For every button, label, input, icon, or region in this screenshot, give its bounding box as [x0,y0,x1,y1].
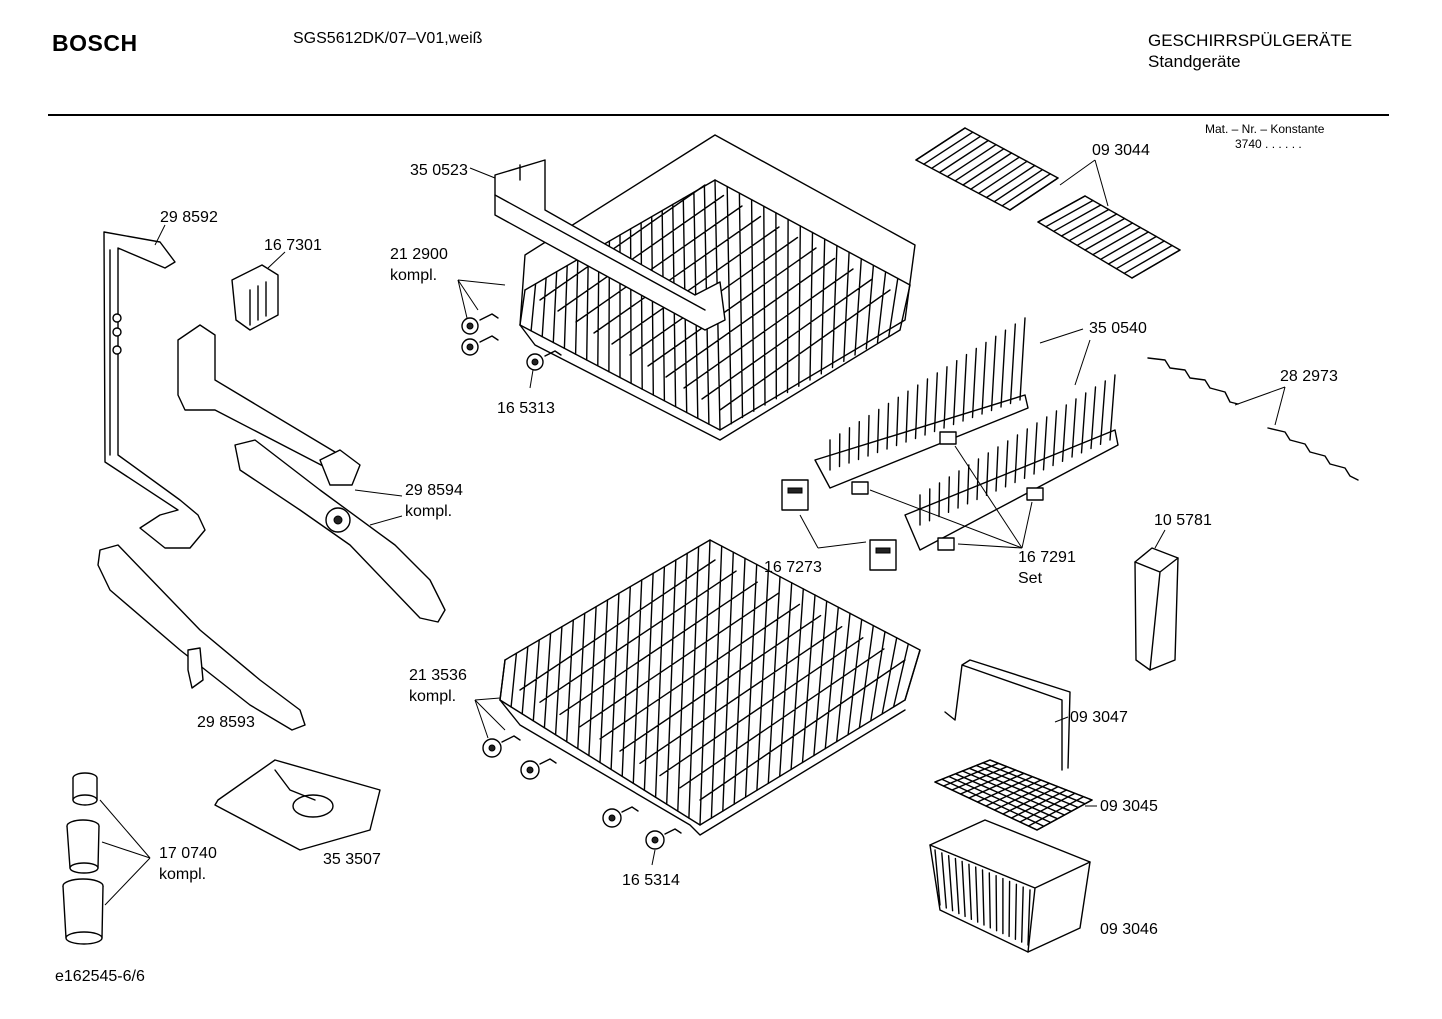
upper-basket-drawing [469,134,916,441]
category-subtitle: Standgeräte [1148,52,1241,71]
label-part-350523: 35 0523 [410,162,468,179]
part-number: 21 3536 [409,667,467,684]
plate-353507-drawing [214,759,381,851]
brand-logo: BOSCH [52,30,138,56]
cup-racks-drawing [915,127,1181,279]
label-part-105781: 10 5781 [1154,512,1212,529]
label-part-165314: 16 5314 [622,872,680,889]
part-note: kompl. [390,267,438,284]
label-part-093044: 09 3044 [1092,142,1150,159]
upper-spray-arm-drawing [177,324,446,623]
lower-spray-arm-drawing [97,544,306,731]
part-number: 16 7291 [1018,549,1076,566]
filter-170740-drawing [62,772,151,945]
lower-basket-drawing [499,539,921,836]
label-part-170740: 17 0740 kompl. [159,843,217,885]
part-note: kompl. [405,503,453,520]
category-title: GESCHIRRSPÜLGERÄTE [1148,31,1353,50]
tine-rows-drawing [814,317,1119,551]
part-number: 21 2900 [390,246,448,263]
part-note: kompl. [159,866,207,883]
label-part-093045: 09 3045 [1100,798,1158,815]
label-part-282973: 28 2973 [1280,368,1338,385]
label-part-353507: 35 3507 [323,851,381,868]
label-part-165313: 16 5313 [497,400,555,417]
part-note: Set [1018,570,1043,587]
label-part-212900: 21 2900 kompl. [390,244,448,286]
label-part-093046: 09 3046 [1100,921,1158,938]
drawing-code: e162545-6/6 [55,968,145,985]
material-note-label: Mat. – Nr. – Konstante [1205,122,1325,136]
label-part-298593: 29 8593 [197,714,255,731]
label-part-298594: 29 8594 kompl. [405,480,463,522]
part-number: 17 0740 [159,845,217,862]
label-part-167301: 16 7301 [264,237,322,254]
label-part-093047: 09 3047 [1070,709,1128,726]
lower-wheels-drawing [474,697,682,866]
model-number: SGS5612DK/07–V01,weiß [293,30,483,47]
label-part-167273: 16 7273 [764,559,822,576]
part-number: 29 8594 [405,482,463,499]
header-divider [48,114,1389,116]
material-note-value: 3740 . . . . . . [1235,137,1302,151]
spray-pipe-drawing [103,224,206,549]
material-note: Mat. – Nr. – Konstante 3740 . . . . . . [1205,122,1324,152]
label-part-213536: 21 3536 kompl. [409,665,467,707]
cutlery-basket-drawing [929,659,1097,953]
stair-racks-drawing [1147,357,1359,481]
label-part-167291: 16 7291 Set [1018,547,1076,589]
upper-wheels-drawing [457,279,562,389]
appliance-category: GESCHIRRSPÜLGERÄTE Standgeräte [1148,30,1352,72]
cutlery-holder-drawing [1134,529,1179,671]
part-note: kompl. [409,688,457,705]
clip-167301-drawing [231,251,286,331]
clips-drawing [781,431,1044,571]
label-part-298592: 29 8592 [160,209,218,226]
label-part-350540: 35 0540 [1089,320,1147,337]
